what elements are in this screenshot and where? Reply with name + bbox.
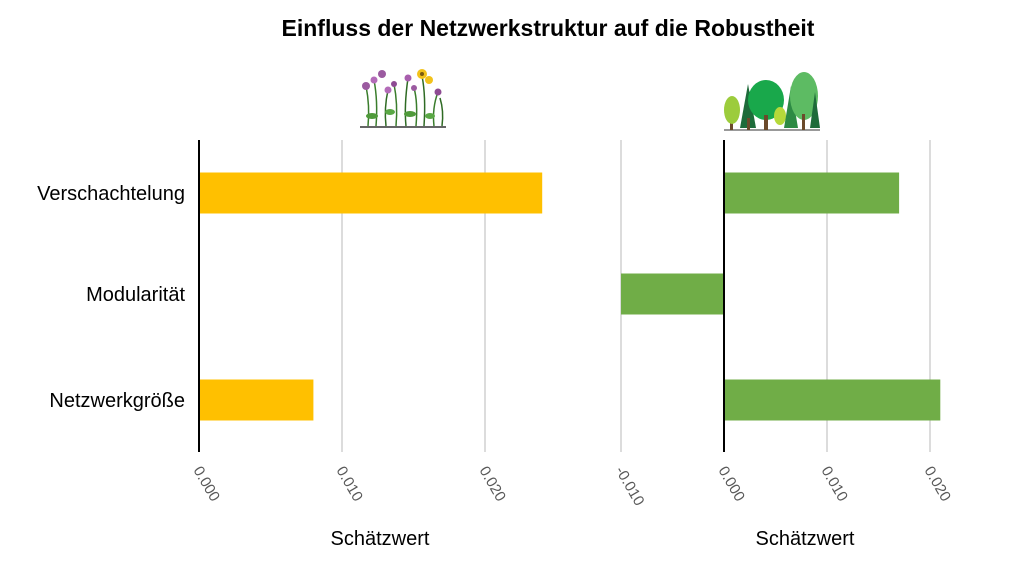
bar-2-1 <box>724 172 900 214</box>
forest-trees-icon <box>724 72 820 131</box>
x-tick-label: 0.000 <box>190 464 223 505</box>
bar-1-1 <box>199 172 543 214</box>
meadow-plants-icon <box>360 69 446 128</box>
bar-1-3 <box>199 379 314 421</box>
x-axis-title: Schätzwert <box>331 528 430 550</box>
category-label: Modularität <box>86 284 185 306</box>
category-label: Verschachtelung <box>37 183 185 205</box>
bar-2-2 <box>621 273 724 315</box>
x-tick-label: 0.010 <box>333 464 366 505</box>
chart-panels: 0.000 0.010 0.020 VerschachtelungModularitä… <box>37 140 954 550</box>
category-label: Netzwerkgröße <box>49 390 185 412</box>
x-tick-label: 0.010 <box>818 464 851 505</box>
x-tick-label: -0.010 <box>612 464 648 509</box>
x-tick-label: 0.020 <box>476 464 509 505</box>
chart-panel-1: 0.000 0.010 0.020 VerschachtelungModularitä… <box>37 140 543 550</box>
bar-2-3 <box>724 379 941 421</box>
x-tick-label: 0.000 <box>715 464 748 505</box>
chart-title: Einfluss der Netzwerkstruktur auf die Ro… <box>282 15 815 41</box>
x-tick-label: 0.020 <box>921 464 954 505</box>
x-axis-title: Schätzwert <box>756 528 855 550</box>
